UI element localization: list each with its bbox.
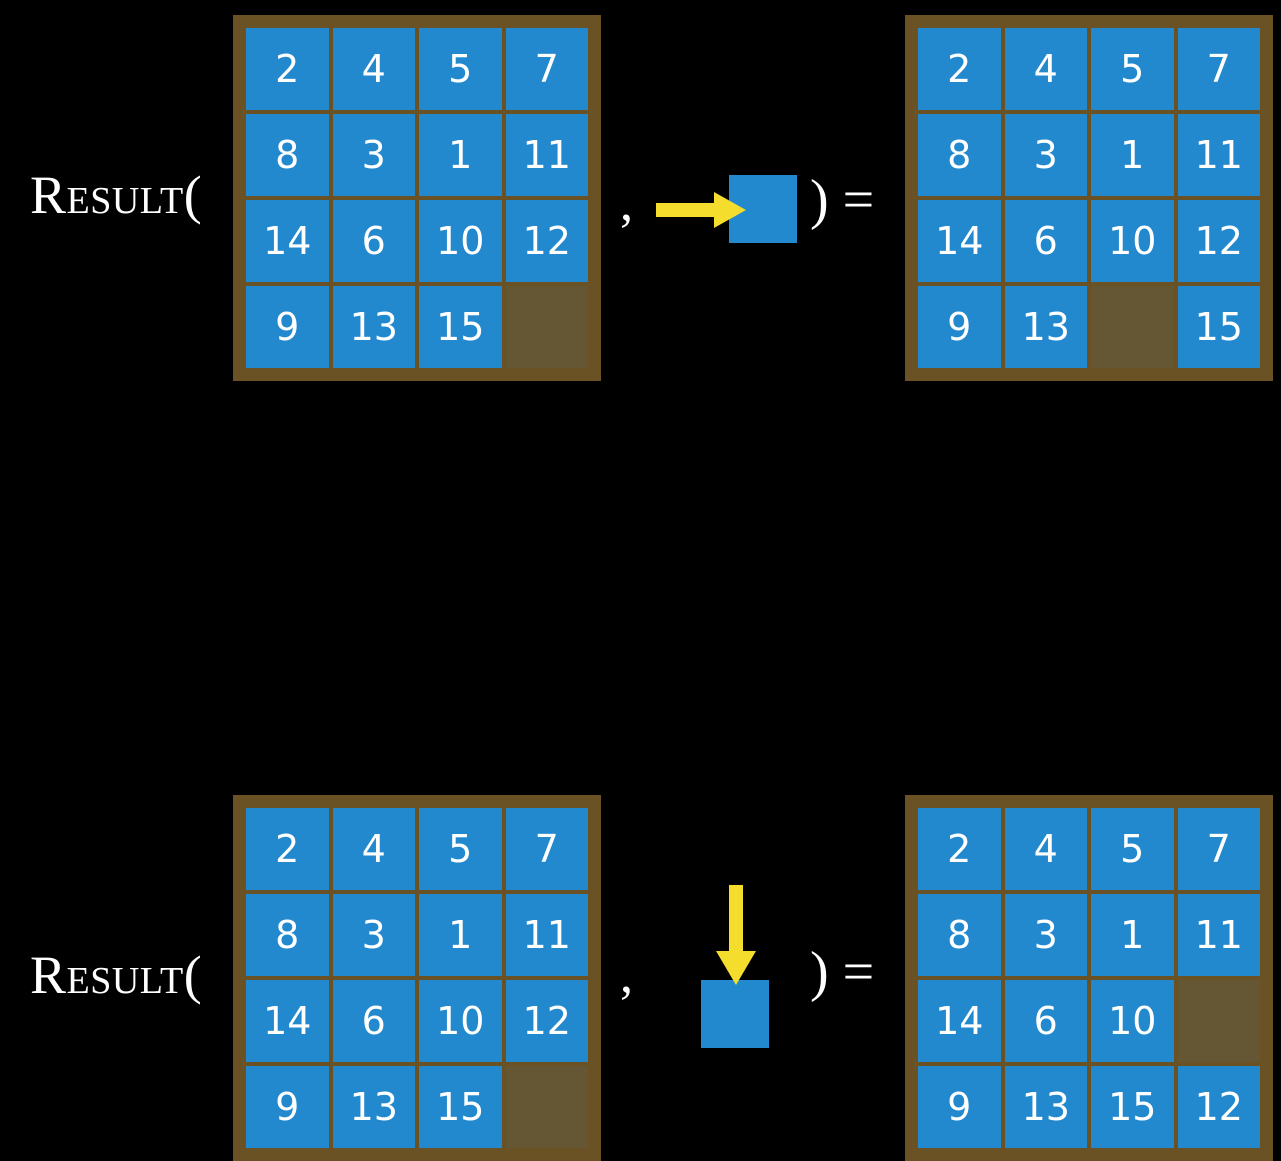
puzzle-tile: 2 xyxy=(246,808,329,890)
puzzle-tile: 14 xyxy=(246,200,329,282)
puzzle-tile: 14 xyxy=(918,980,1001,1062)
puzzle-tile: 5 xyxy=(419,808,502,890)
puzzle-tile: 9 xyxy=(918,1066,1001,1148)
puzzle-tile: 15 xyxy=(1091,1066,1174,1148)
puzzle-tile: 9 xyxy=(246,1066,329,1148)
puzzle-tile: 12 xyxy=(1177,200,1260,282)
puzzle-tile: 12 xyxy=(505,200,588,282)
puzzle-tile: 9 xyxy=(246,286,329,368)
puzzle-tile: 12 xyxy=(1177,1066,1260,1148)
puzzle-tile: 6 xyxy=(332,980,415,1062)
puzzle-tile: 6 xyxy=(1004,980,1087,1062)
action-arrow-down xyxy=(690,885,810,1060)
puzzle-tile: 2 xyxy=(246,28,329,110)
puzzle-tile: 3 xyxy=(332,894,415,976)
puzzle-tile: 4 xyxy=(332,28,415,110)
puzzle-tile: 6 xyxy=(1004,200,1087,282)
puzzle-tile: 8 xyxy=(918,114,1001,196)
puzzle-tile: 10 xyxy=(1091,980,1174,1062)
puzzle-tile: 10 xyxy=(1091,200,1174,282)
puzzle-tile: 12 xyxy=(505,980,588,1062)
result-function-label: Result( xyxy=(30,945,203,1005)
puzzle-tile: 1 xyxy=(1091,114,1174,196)
puzzle-tile: 1 xyxy=(419,114,502,196)
arrow-right-icon xyxy=(656,192,746,228)
puzzle-tile: 4 xyxy=(1004,808,1087,890)
puzzle-tile: 11 xyxy=(505,114,588,196)
puzzle-tile: 9 xyxy=(918,286,1001,368)
puzzle-tile: 1 xyxy=(419,894,502,976)
puzzle-tile: 15 xyxy=(1177,286,1260,368)
puzzle-tile: 14 xyxy=(246,980,329,1062)
result-function-label: Result( xyxy=(30,165,203,225)
puzzle-tile: 4 xyxy=(332,808,415,890)
puzzle-tile: 11 xyxy=(1177,114,1260,196)
puzzle-tile: 10 xyxy=(419,200,502,282)
puzzle-tile: 10 xyxy=(419,980,502,1062)
puzzle-tile: 14 xyxy=(918,200,1001,282)
puzzle-empty-cell xyxy=(1091,286,1174,368)
puzzle-tile: 3 xyxy=(1004,894,1087,976)
puzzle-tile: 7 xyxy=(505,28,588,110)
equals-sign: = xyxy=(842,941,875,1003)
close-paren: ) xyxy=(810,941,829,1003)
puzzle-tile: 5 xyxy=(1091,808,1174,890)
puzzle-tile: 7 xyxy=(1177,808,1260,890)
arrow-down-icon xyxy=(716,885,756,985)
puzzle-tile: 13 xyxy=(1004,286,1087,368)
argument-separator-comma: , xyxy=(620,175,633,232)
puzzle-tile: 13 xyxy=(1004,1066,1087,1148)
action-arrow-right xyxy=(650,160,810,260)
puzzle-tile: 6 xyxy=(332,200,415,282)
puzzle-tile: 5 xyxy=(419,28,502,110)
close-paren: ) xyxy=(810,169,829,231)
puzzle-tile: 3 xyxy=(332,114,415,196)
puzzle-tile: 7 xyxy=(505,808,588,890)
puzzle-tile: 4 xyxy=(1004,28,1087,110)
puzzle-tile: 8 xyxy=(918,894,1001,976)
argument-separator-comma: , xyxy=(620,947,633,1004)
puzzle-tile: 8 xyxy=(246,114,329,196)
puzzle-tile: 5 xyxy=(1091,28,1174,110)
puzzle-tile: 15 xyxy=(419,1066,502,1148)
puzzle-tile: 3 xyxy=(1004,114,1087,196)
puzzle-empty-cell xyxy=(1177,980,1260,1062)
close-paren-equals: )= xyxy=(810,944,874,1000)
puzzle-tile: 8 xyxy=(246,894,329,976)
puzzle-tile: 2 xyxy=(918,808,1001,890)
puzzle-empty-cell xyxy=(505,286,588,368)
equals-sign: = xyxy=(842,169,875,231)
puzzle-tile: 13 xyxy=(332,1066,415,1148)
puzzle-tile: 2 xyxy=(918,28,1001,110)
close-paren-equals: )= xyxy=(810,172,874,228)
action-tile xyxy=(701,980,769,1048)
puzzle-tile: 13 xyxy=(332,286,415,368)
puzzle-tile: 15 xyxy=(419,286,502,368)
puzzle-tile: 11 xyxy=(505,894,588,976)
puzzle-tile: 11 xyxy=(1177,894,1260,976)
puzzle-empty-cell xyxy=(505,1066,588,1148)
puzzle-tile: 1 xyxy=(1091,894,1174,976)
puzzle-tile: 7 xyxy=(1177,28,1260,110)
